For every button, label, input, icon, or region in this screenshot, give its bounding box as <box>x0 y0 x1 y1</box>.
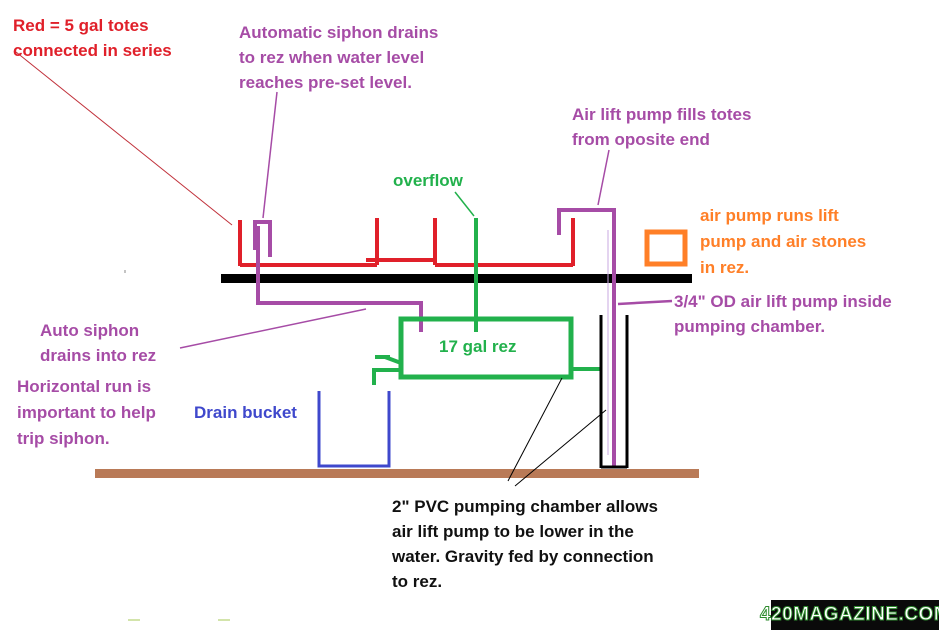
shelf-line <box>221 274 692 283</box>
leader-auto-siphon <box>262 91 278 219</box>
rez-box <box>398 316 574 380</box>
drain-bucket <box>317 391 391 468</box>
air-pump-box <box>644 229 688 267</box>
label-auto-siphon-rez: Auto siphon drains into rez <box>40 321 157 365</box>
leader-auto-siphon-rez <box>179 308 367 349</box>
label-air-lift-inside: 3/4" OD air lift pump inside pumping cha… <box>674 292 892 336</box>
label-rez: 17 gal rez <box>439 337 517 356</box>
label-overflow: overflow <box>393 171 463 190</box>
label-pvc-chamber: 2" PVC pumping chamber allows air lift p… <box>392 497 658 591</box>
pumping-chamber <box>599 315 629 469</box>
label-horizontal-run: Horizontal run is important to help trip… <box>17 377 156 448</box>
totes-red <box>238 218 575 267</box>
rez-spigot <box>372 355 402 385</box>
label-drain-bucket: Drain bucket <box>194 403 297 422</box>
leader-air-lift-inside <box>617 299 673 306</box>
label-auto-siphon: Automatic siphon drains to rez when wate… <box>239 23 439 92</box>
leader-overflow <box>454 191 475 217</box>
air-lift-pipe <box>557 208 616 466</box>
watermark-logo: 420MAGAZINE.COM <box>759 600 939 630</box>
leader-red-totes <box>15 51 233 226</box>
floor-line <box>95 469 699 478</box>
leader-pvc-to-chamber <box>514 409 607 487</box>
watermark-text: 420MAGAZINE.COM <box>759 604 939 626</box>
leader-air-lift-fills <box>597 149 610 206</box>
label-air-lift-fills: Air lift pump fills totes from oposite e… <box>572 105 752 149</box>
label-red-totes: Red = 5 gal totes connected in series <box>13 16 172 60</box>
leader-pvc-to-rez <box>507 377 563 482</box>
label-air-pump: air pump runs lift pump and air stones i… <box>700 206 867 277</box>
